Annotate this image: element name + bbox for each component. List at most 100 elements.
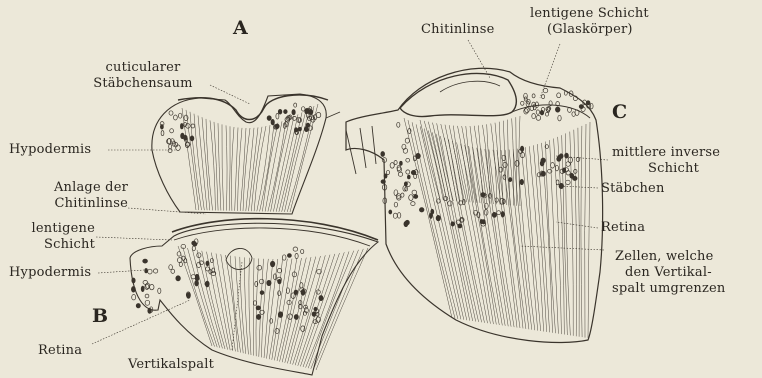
cell-nucleus xyxy=(287,254,291,258)
cell-nucleus xyxy=(393,213,397,218)
cell-nucleus xyxy=(294,315,298,320)
cell-nucleus xyxy=(278,312,282,318)
label-zellen-line2: den Vertikal- xyxy=(625,265,712,280)
panel-letter-a: A xyxy=(233,18,248,38)
cell-nucleus xyxy=(143,259,148,263)
cell-nucleus xyxy=(394,161,397,165)
cell-nucleus xyxy=(286,288,289,294)
cell-nucleus xyxy=(174,115,178,120)
fiber-line xyxy=(231,127,234,211)
cell-nucleus xyxy=(145,300,150,305)
fiber-line xyxy=(188,248,218,347)
fiber-line xyxy=(243,128,250,211)
label-cuticularer-line1: cuticularer xyxy=(83,60,203,75)
cell-nucleus xyxy=(191,275,196,279)
cell-nucleus xyxy=(451,222,455,226)
fiber-line xyxy=(588,122,590,338)
fiber-line xyxy=(508,120,511,206)
cell-nucleus xyxy=(536,110,539,114)
cell-nucleus xyxy=(136,304,140,308)
cell-nucleus xyxy=(532,94,535,98)
cell-nucleus xyxy=(390,163,394,169)
cell-nucleus xyxy=(150,284,154,289)
cell-nucleus xyxy=(180,124,183,129)
cell-nucleus xyxy=(394,202,397,207)
label-mittlere-line1: mittlere inverse xyxy=(612,145,720,160)
fiber-line xyxy=(449,125,463,202)
fiber-line xyxy=(280,258,302,362)
cell-nucleus xyxy=(384,174,387,178)
label-zellen-line3: spalt umgrenzen xyxy=(612,281,725,296)
cell-nucleus xyxy=(458,224,462,228)
cell-nucleus xyxy=(132,295,136,300)
cell-nucleus xyxy=(400,161,403,165)
cell-nucleus xyxy=(543,88,548,92)
fiber-line xyxy=(235,128,238,211)
cell-nucleus xyxy=(419,208,424,212)
cell-nucleus xyxy=(197,253,201,258)
cell-nucleus xyxy=(171,269,175,273)
fibers-c xyxy=(404,116,590,338)
cell-nucleus xyxy=(187,293,191,299)
cell-nucleus xyxy=(501,212,504,218)
cell-nucleus xyxy=(161,131,164,136)
cell-nucleus xyxy=(381,152,385,157)
cell-nucleus xyxy=(500,198,505,204)
cell-nucleus xyxy=(389,210,392,214)
cell-nucleus xyxy=(524,93,528,99)
cell-nucleus xyxy=(398,172,402,176)
fiber-line xyxy=(477,148,505,326)
label-hypodermis-a: Hypodermis xyxy=(9,142,91,157)
cell-nucleus xyxy=(436,215,440,220)
fiber-line xyxy=(483,125,491,204)
cell-nucleus xyxy=(532,114,536,119)
cell-nucleus xyxy=(184,115,188,121)
cell-nucleus xyxy=(566,180,571,184)
cell-nucleus xyxy=(411,202,415,206)
cell-nucleus xyxy=(278,109,282,114)
cell-nucleus xyxy=(503,175,506,179)
cell-nucleus xyxy=(148,269,152,274)
cell-nucleus xyxy=(551,163,555,169)
cell-nucleus xyxy=(143,281,148,285)
cell-nucleus xyxy=(292,110,295,115)
label-anlage-line1: Anlage der xyxy=(0,180,128,195)
cell-nucleus xyxy=(555,107,560,112)
fiber-line xyxy=(512,118,514,205)
label-retina-c: Retina xyxy=(601,220,645,235)
fiber-line xyxy=(420,120,440,200)
cell-nucleus xyxy=(555,165,558,171)
cell-nucleus xyxy=(205,281,209,287)
cell-nucleus xyxy=(556,180,559,185)
fiber-line xyxy=(525,147,540,331)
cell-nucleus xyxy=(566,162,570,167)
fiber-line xyxy=(260,124,274,211)
cell-nucleus xyxy=(141,286,144,292)
panel-letter-b: B xyxy=(92,306,108,326)
cell-nucleus xyxy=(536,116,541,121)
cell-nucleus xyxy=(515,161,519,167)
cell-nucleus xyxy=(405,220,409,225)
cell-nucleus xyxy=(414,195,418,199)
cell-nucleus xyxy=(572,112,575,117)
cell-nucleus xyxy=(557,93,561,98)
cell-nucleus xyxy=(169,111,173,115)
fiber-line xyxy=(214,122,218,211)
cell-nucleus xyxy=(270,261,274,267)
cell-nucleus xyxy=(277,269,281,273)
cell-nucleus xyxy=(521,101,524,105)
fiber-line xyxy=(293,255,326,364)
label-hypodermis-b: Hypodermis xyxy=(9,265,91,280)
cell-nucleus xyxy=(386,170,389,174)
cell-nucleus xyxy=(282,255,286,260)
cell-nucleus xyxy=(259,279,263,284)
cell-nucleus xyxy=(573,176,578,180)
label-chitinlinse-c: Chitinlinse xyxy=(421,22,494,37)
fiber-line xyxy=(226,125,227,210)
fiber-line xyxy=(182,108,196,210)
fibers-a xyxy=(182,104,318,212)
cell-nucleus xyxy=(525,107,530,112)
cell-nucleus xyxy=(312,312,316,317)
cell-nucleus xyxy=(197,262,201,267)
fiber-line xyxy=(554,139,562,335)
